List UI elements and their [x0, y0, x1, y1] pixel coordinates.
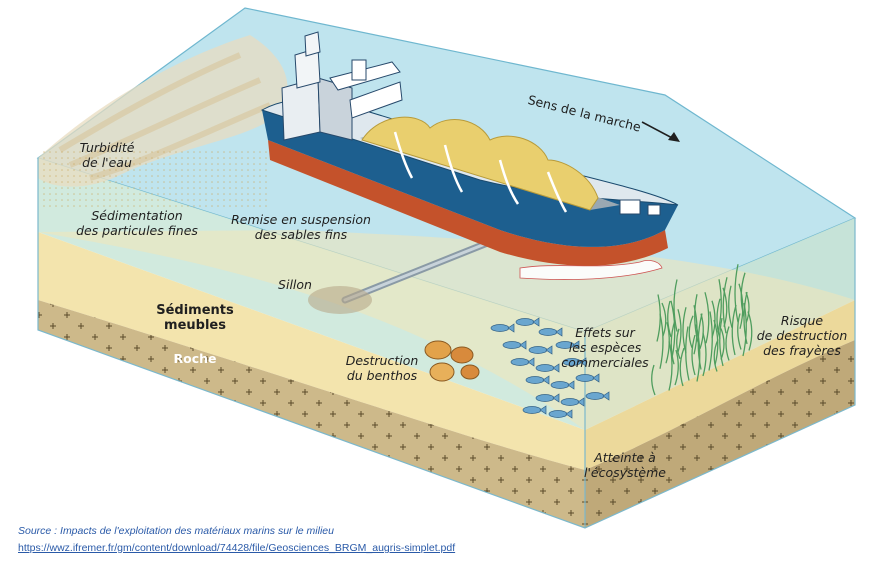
seaweed-strand: [734, 264, 739, 323]
seaweed-strand: [713, 339, 719, 372]
seaweed-strand: [708, 311, 713, 371]
ship-hull-red: [268, 140, 668, 266]
seaweed-strand: [738, 283, 744, 329]
rock-label: Roche: [173, 351, 217, 366]
furrow-label: Sillon: [278, 277, 312, 292]
loose-sediments-label: Sédiments meubles: [156, 303, 234, 333]
seaweed-strand: [676, 328, 681, 359]
resuspension-label: Remise en suspension des sables fins: [231, 212, 371, 242]
seabed: [38, 230, 855, 430]
turbidity-label: Turbidité de l'eau: [79, 140, 135, 170]
fish-icon: [548, 409, 573, 419]
ship-hull-blue: [262, 110, 678, 247]
ship-wake: [519, 260, 663, 280]
seaweed-strand: [656, 294, 661, 342]
spawning-label: Risque de destruction des frayères: [756, 313, 848, 358]
seaweed-strand: [699, 313, 704, 349]
seaweed-strand: [677, 309, 682, 353]
seaweed-strand: [728, 285, 733, 328]
sedimentation-label: Sédimentation des particules fines: [76, 208, 198, 238]
seaweed-strand: [716, 298, 721, 339]
fish-icon: [490, 323, 515, 333]
seaweed-strand: [717, 279, 722, 333]
seaweed-strand: [720, 328, 725, 360]
fish-icon: [538, 327, 563, 337]
fish-icon: [575, 373, 600, 383]
seaweed-strand: [731, 304, 737, 356]
fish-icon: [510, 357, 535, 367]
fish-icon: [535, 363, 560, 373]
seaweed-strand: [722, 277, 728, 334]
seaweed-strand: [725, 326, 730, 361]
fish-icon: [528, 345, 553, 355]
fish-icon: [522, 405, 547, 415]
fish-icon: [560, 397, 585, 407]
seaweed-strand: [670, 300, 676, 358]
ship-bridge: [281, 31, 403, 141]
fish-icon: [550, 380, 575, 390]
ecosystem-label: Atteinte à l'écosystème: [583, 450, 666, 480]
seaweed-strand: [719, 317, 724, 367]
rock-front-pattern: [38, 300, 585, 528]
fish-icon: [535, 393, 560, 403]
ship-bow: [619, 199, 661, 216]
seaweed-strand: [670, 320, 676, 365]
sand-side: [585, 300, 855, 470]
fish-icon: [502, 340, 527, 350]
seaweed-strand: [661, 302, 667, 337]
fish-icon: [585, 391, 610, 401]
furrow-cloud: [308, 286, 372, 314]
source-line: Source : Impacts de l'exploitation des m…: [18, 525, 334, 537]
seaweed-strand: [685, 326, 690, 381]
seaweed-strand: [688, 315, 694, 348]
seaweed-strand: [745, 292, 750, 324]
seaweed: [651, 264, 753, 396]
seaweed-strand: [682, 307, 687, 354]
sand-front: [38, 232, 585, 470]
cargo-sand: [361, 116, 599, 211]
cargo-arches: [393, 131, 568, 213]
fish-icon: [562, 357, 587, 367]
benthos: [424, 340, 480, 382]
fish-icon: [555, 340, 580, 350]
source-link[interactable]: https://wwz.ifremer.fr/gm/content/downlo…: [18, 542, 456, 554]
rock-side-pattern: [585, 340, 855, 528]
seaweed-strand: [737, 313, 742, 350]
seaweed-strand: [742, 302, 747, 357]
seaweed-strand: [691, 334, 696, 376]
fish-icon: [515, 317, 540, 327]
seaweed-strand: [668, 341, 673, 391]
seaweed-strand: [651, 364, 656, 396]
seaweed-strand: [679, 347, 685, 387]
seaweed-strand: [704, 292, 710, 344]
seaweed-strand: [673, 279, 678, 332]
seaweed-strand: [702, 332, 707, 377]
seaweed-strand: [674, 349, 679, 386]
seaweed-strand: [667, 300, 672, 338]
sediment-dots: [40, 150, 270, 210]
fish-icon: [525, 375, 550, 385]
fish-school: [490, 317, 610, 419]
commercial-species-label: Effets sur les espèces commerciales: [561, 325, 649, 370]
benthos-label: Destruction du benthos: [345, 353, 419, 383]
seaweed-strand: [693, 305, 698, 355]
